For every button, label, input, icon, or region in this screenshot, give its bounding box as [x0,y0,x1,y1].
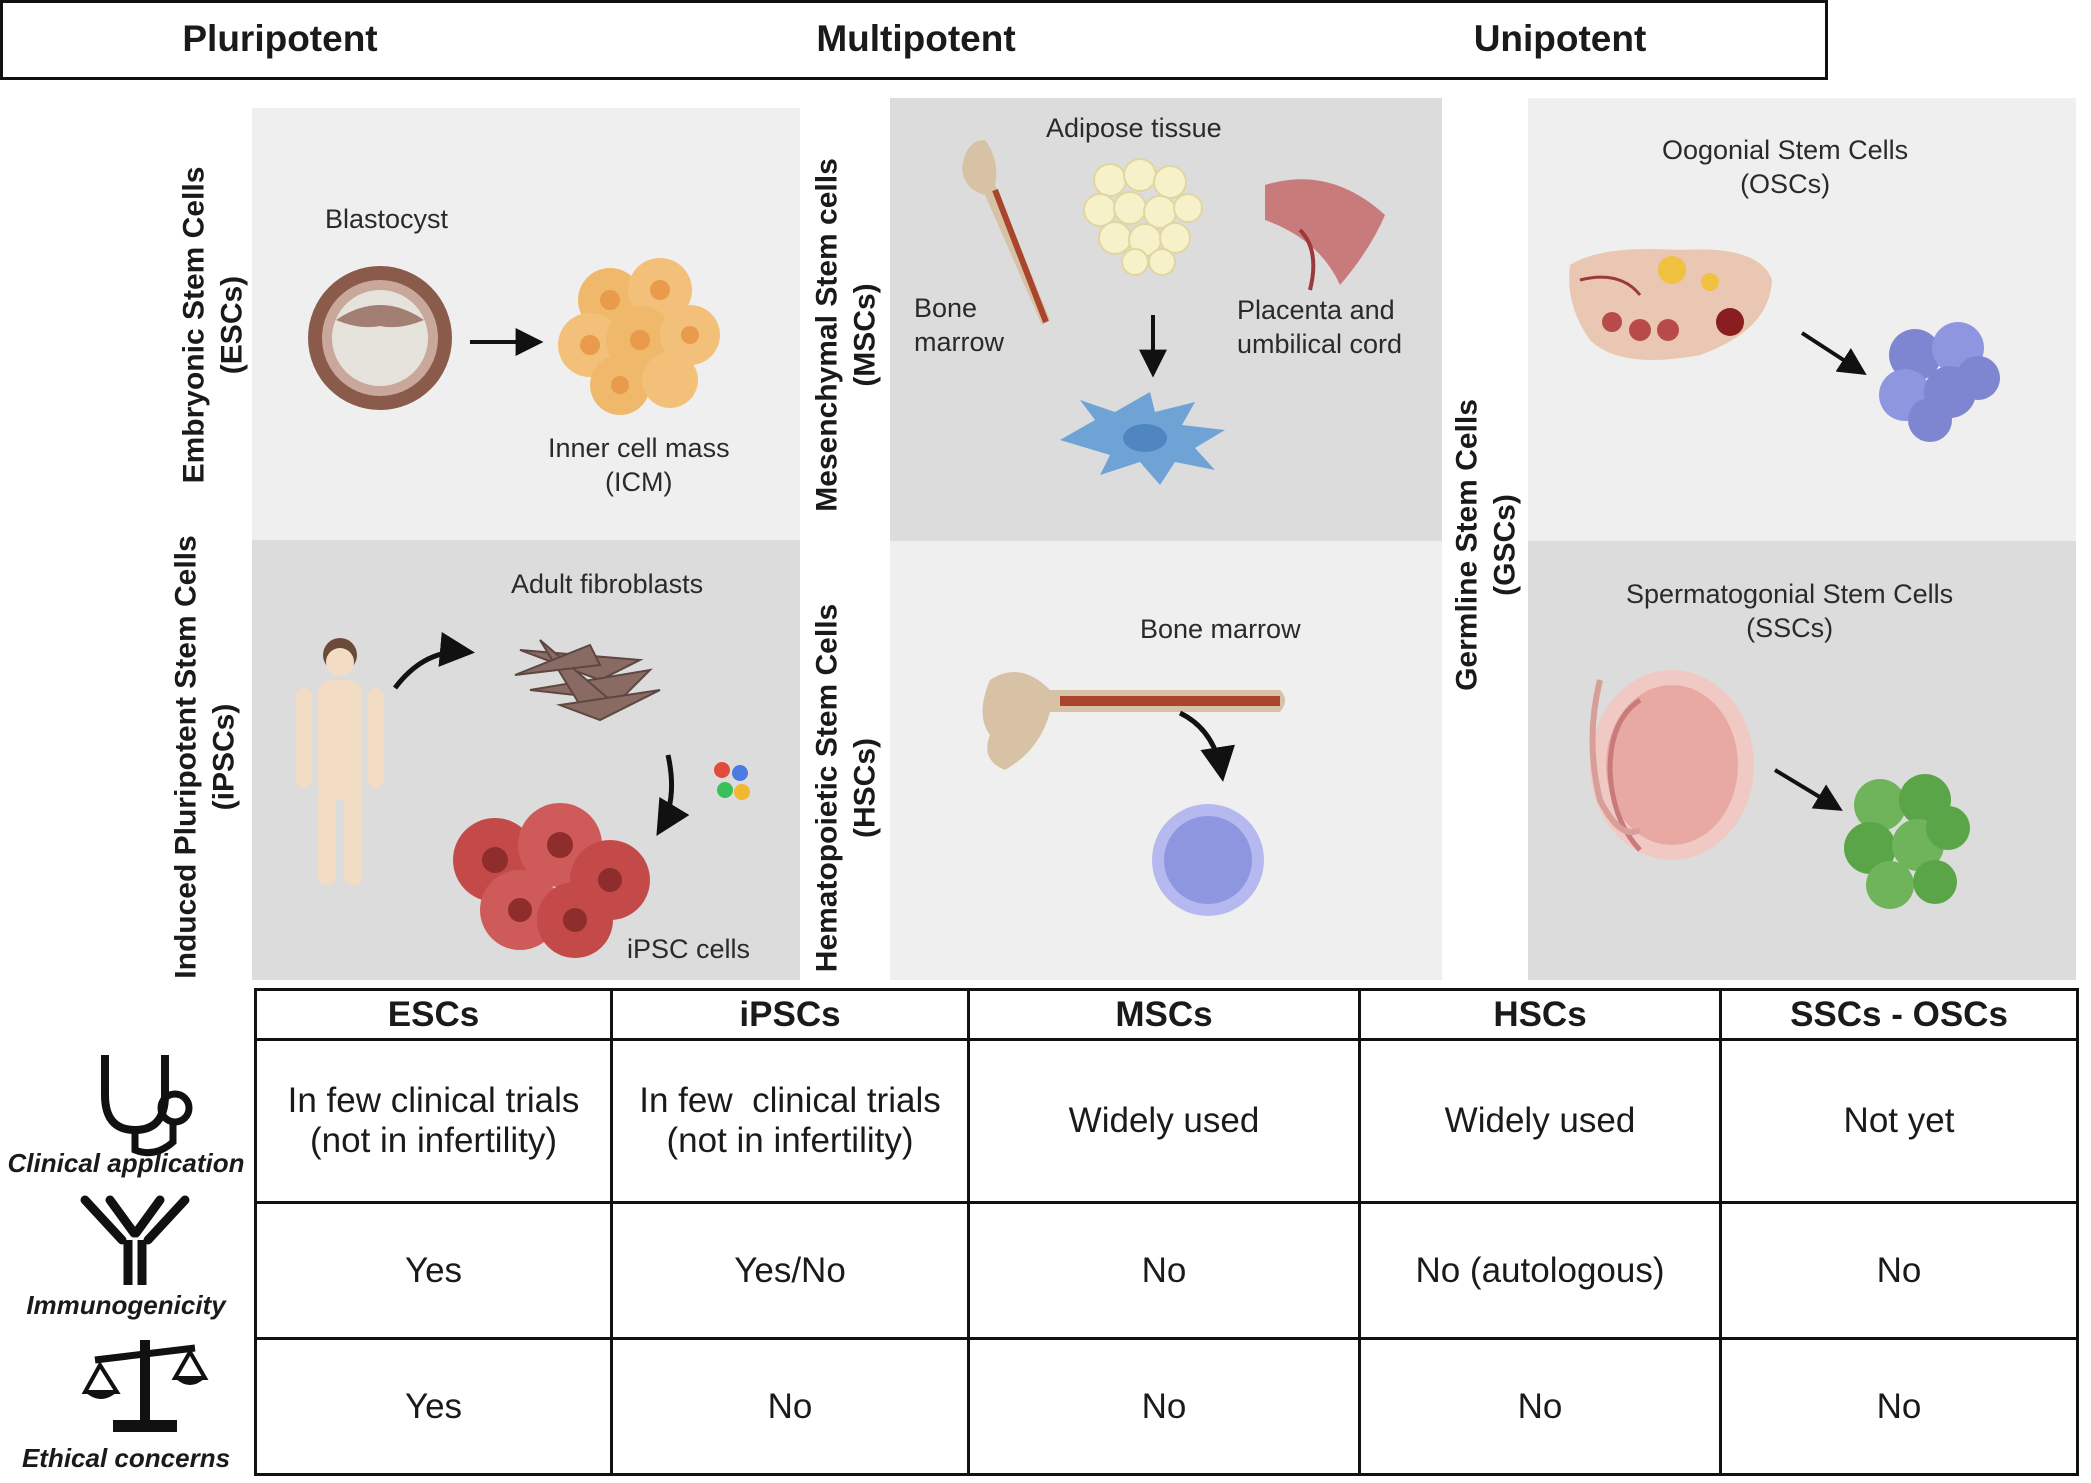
table-cell: Widely used [1358,1038,1722,1204]
scales-icon [81,1340,209,1432]
table-cell: No [967,1337,1361,1476]
stethoscope-icon [101,1055,193,1157]
testis-illustration [1589,670,1754,860]
row-label-ethical-concerns: Ethical concerns [21,1443,231,1473]
label-ipsc-cells: iPSC cells [627,934,751,964]
table-cell: Widely used [967,1038,1361,1204]
table-cell: No [1358,1337,1722,1476]
label-inner-cell-mass: Inner cell mass (ICM) [548,432,730,500]
osc-cells-illustration [1879,322,2000,442]
label-oogonial-stem-cells: Oogonial Stem Cells (OSCs) [1662,134,1908,202]
adipose-tissue-illustration [1083,158,1203,276]
table-cell: No [610,1337,970,1476]
table-row-ethical-concerns: Yes No No No No [254,1337,2079,1476]
cell-text-line: In few clinical trials [639,1081,941,1120]
label-icm-abbr: (ICM) [605,466,673,497]
arrow-human-to-fibroblasts [393,631,475,690]
column-header-sscs-oscs: SSCs - OSCs [1719,988,2079,1041]
header-pluripotent: Pluripotent [182,18,378,59]
arrow-ovary-to-osc [1800,331,1867,376]
label-osc-name: Oogonial Stem Cells [1662,135,1909,165]
column-header-ipscs: iPSCs [610,988,970,1041]
label-msc-bone: Bone [914,293,978,323]
label-adipose-tissue: Adipose tissue [1046,113,1222,143]
hsc-bone-illustration [982,672,1285,770]
label-ssc-name: Spermatogonial Stem Cells [1626,579,1954,609]
table-cell: In few clinical trials (not in infertili… [610,1038,970,1204]
row-label-immunogenicity: Immunogenicity [26,1290,226,1320]
table-row-immunogenicity: Yes Yes/No No No (autologous) No [254,1201,2079,1340]
label-osc-abbr: (OSCs) [1740,168,1831,199]
label-placenta: Placenta and umbilical cord [1237,294,1402,362]
label-spermatogonial-stem-cells: Spermatogonial Stem Cells (SSCs) [1626,578,1953,646]
blastocyst-illustration [308,266,452,410]
column-header-hscs: HSCs [1358,988,1722,1041]
arrow-testis-to-ssc [1773,768,1843,811]
potency-header: Pluripotent Multipotent Unipotent [0,0,1828,80]
human-figure-illustration [296,638,384,885]
label-icm-name: Inner cell mass [548,433,730,463]
table-cell: Not yet [1719,1038,2079,1204]
label-placenta-line1: Placenta and [1237,295,1395,325]
cell-text-line: In few clinical trials [287,1081,580,1120]
ipsc-cells-illustration [453,803,650,958]
table-row-clinical-application: In few clinical trials (not in infertili… [254,1038,2079,1204]
panel-hsc [890,541,1442,980]
inner-cell-mass-illustration [558,258,720,415]
comparison-table: ESCs iPSCs MSCs HSCs SSCs - OSCs In few … [254,988,2079,1476]
ovary-illustration [1569,249,1772,360]
table-cell: No [1719,1201,2079,1340]
label-ssc-abbr: (SSCs) [1746,612,1834,643]
label-blastocyst: Blastocyst [325,204,449,234]
cell-text-line: (not in infertility) [309,1121,558,1160]
table-cell: Yes/No [610,1201,970,1340]
arrow-bone-to-hsc [1178,710,1235,782]
hsc-cell-illustration [1152,804,1264,916]
cell-text-line: (not in infertility) [666,1121,914,1160]
column-header-mscs: MSCs [967,988,1361,1041]
label-msc-bone-marrow: Bone marrow [914,292,1004,360]
label-placenta-line2: umbilical cord [1237,328,1403,359]
column-header-escs: ESCs [254,988,613,1041]
antibody-icon [80,1195,190,1285]
placenta-illustration [1265,179,1385,291]
label-hsc-bone-marrow: Bone marrow [1140,614,1301,644]
table-cell: No [967,1201,1361,1340]
table-cell: No (autologous) [1358,1201,1722,1340]
reprogramming-factors-icon [714,762,750,800]
msc-bone-illustration [962,140,1050,325]
header-multipotent: Multipotent [816,18,1016,59]
table-cell: Yes [254,1201,613,1340]
ssc-cells-illustration [1844,774,1970,909]
header-unipotent: Unipotent [1473,18,1647,59]
table-cell: In few clinical trials (not in infertili… [254,1038,613,1204]
label-msc-marrow: marrow [914,326,1005,357]
label-adult-fibroblasts: Adult fibroblasts [511,569,704,599]
row-label-clinical-application: Clinical application [7,1148,245,1178]
table-cell: No [1719,1337,2079,1476]
table-cell: Yes [254,1337,613,1476]
fibroblasts-illustration [514,639,661,722]
table-header-row: ESCs iPSCs MSCs HSCs SSCs - OSCs [254,988,2079,1041]
arrow-fibroblasts-to-ipsc [656,754,690,837]
